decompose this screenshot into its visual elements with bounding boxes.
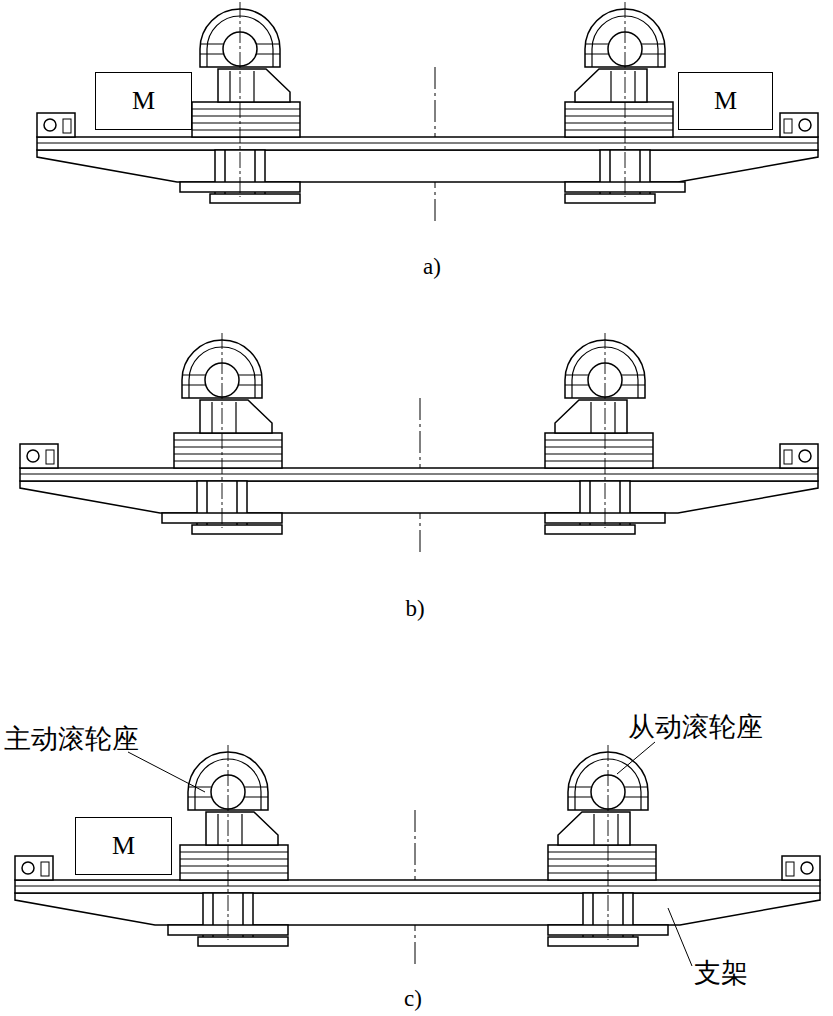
roller-seat [548,745,668,946]
lifting-lug [780,444,818,468]
motor-box: M [678,72,773,130]
roller-seat [168,745,288,946]
leader-line [128,752,205,792]
motor-label: M [132,88,155,114]
roller-seat [162,333,282,534]
top-plate [15,880,820,893]
frame-girder [20,481,818,513]
lifting-lug [780,113,818,137]
part-name: 主动滚轮座 [4,724,139,754]
part-name: 支架 [694,958,748,988]
leader-line [668,908,692,966]
motor-box: M [95,72,192,130]
top-plate [20,468,818,481]
lifting-lug [20,444,58,468]
lifting-lug [782,856,820,880]
plate-line [15,886,820,887]
panel-label: c) [404,986,422,1011]
roller-seat [545,333,665,534]
frame-girder [15,893,820,925]
roller-stand [37,2,818,222]
top-plate [37,137,818,150]
plate-line [37,143,818,144]
panel-label: b) [405,596,424,621]
frame-girder [37,150,818,182]
plate-line [20,474,818,475]
panel-label: a) [423,254,441,279]
motor-label: M [714,88,737,114]
lifting-lug [15,856,53,880]
roller-stand [15,745,820,965]
part-name: 从动滚轮座 [628,712,763,742]
roller-seat [565,2,685,203]
roller-seat [180,2,300,203]
lifting-lug [37,113,75,137]
leader-line [617,742,655,774]
motor-label: M [112,833,135,859]
roller-stand [20,333,818,553]
motor-box: M [75,817,172,875]
